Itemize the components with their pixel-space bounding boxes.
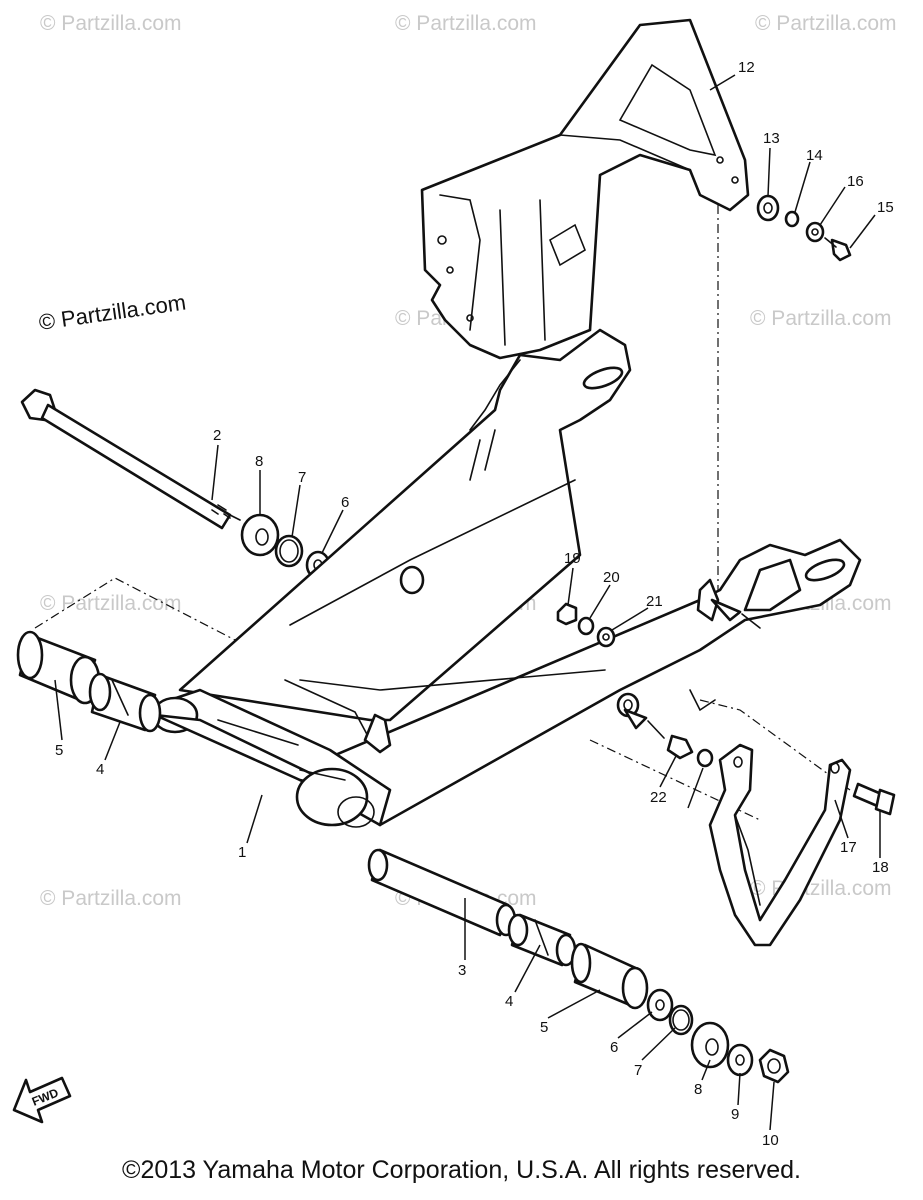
callout-21: 22 xyxy=(650,789,667,806)
callout-20: 21 xyxy=(646,593,663,610)
watermark: © Partzilla.com xyxy=(755,12,897,35)
callout-11: 12 xyxy=(738,59,755,76)
callout-17: 18 xyxy=(872,859,889,876)
callout-numbers: 12 13 14 16 15 2 8 7 6 5 4 1 19 20 21 22… xyxy=(55,59,894,1149)
callout-16: 17 xyxy=(840,839,857,856)
watermark: © Partzilla.com xyxy=(750,877,892,900)
callout-8: 8 xyxy=(255,453,263,470)
part-6-10-lower-hardware xyxy=(646,988,790,1084)
callout-12: 13 xyxy=(763,130,780,147)
callout-19: 20 xyxy=(603,569,620,586)
callout-14: 15 xyxy=(877,199,894,216)
part-17-21-22-bolts xyxy=(666,734,896,816)
callout-3: 3 xyxy=(458,962,466,979)
part-11-fender-bracket xyxy=(420,18,750,360)
callout-10: 10 xyxy=(762,1132,779,1149)
watermark: © Partzilla.com xyxy=(40,12,182,35)
watermark: © Partzilla.com xyxy=(750,307,892,330)
forward-direction-arrow: FWD xyxy=(12,1076,72,1124)
watermark: © Partzilla.com xyxy=(40,887,182,910)
part-16-bracket xyxy=(708,743,852,947)
callout-18: 19 xyxy=(564,550,581,567)
part-6-7-8-upper-washers xyxy=(240,513,331,580)
callout-leader-lines xyxy=(54,74,881,1131)
part-3-4-5-right-bushings xyxy=(367,848,649,1010)
part-18-20-hardware xyxy=(556,602,616,648)
callout-4: 4 xyxy=(505,993,513,1010)
callout-13: 14 xyxy=(806,147,823,164)
callout-2: 2 xyxy=(213,427,221,444)
callout-7: 7 xyxy=(634,1062,642,1079)
watermark: © Partzilla.com xyxy=(395,12,537,35)
callout-4: 4 xyxy=(96,761,104,778)
part-4-5-left-bushings xyxy=(16,630,162,733)
callout-5: 5 xyxy=(55,742,63,759)
part-1-swing-arm xyxy=(151,328,862,828)
callout-5: 5 xyxy=(540,1019,548,1036)
part-12-15-hardware xyxy=(756,194,852,262)
part-2-pivot-shaft xyxy=(20,388,241,530)
callout-1: 1 xyxy=(238,844,246,861)
callout-6: 6 xyxy=(610,1039,618,1056)
callout-15: 16 xyxy=(847,173,864,190)
swing-arm-exploded-diagram: © Partzilla.com © Partzilla.com © Partzi… xyxy=(12,12,897,1149)
assembly-arrow-marks xyxy=(623,598,761,739)
callout-7: 7 xyxy=(298,469,306,486)
callout-9: 9 xyxy=(731,1106,739,1123)
callout-8: 8 xyxy=(694,1081,702,1098)
watermark-main: © Partzilla.com xyxy=(37,290,187,335)
watermark: © Partzilla.com xyxy=(40,592,182,615)
copyright-notice: ©2013 Yamaha Motor Corporation, U.S.A. A… xyxy=(122,1156,801,1184)
callout-6: 6 xyxy=(341,494,349,511)
